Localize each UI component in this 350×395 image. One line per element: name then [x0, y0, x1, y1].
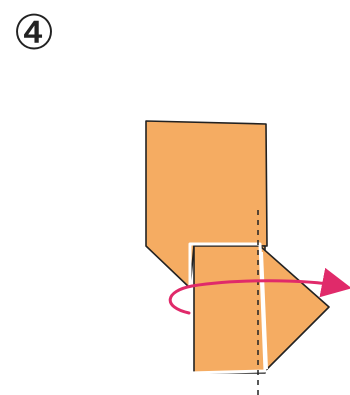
paper-right-flap: [260, 246, 329, 371]
paper-lower-panel: [194, 246, 265, 373]
